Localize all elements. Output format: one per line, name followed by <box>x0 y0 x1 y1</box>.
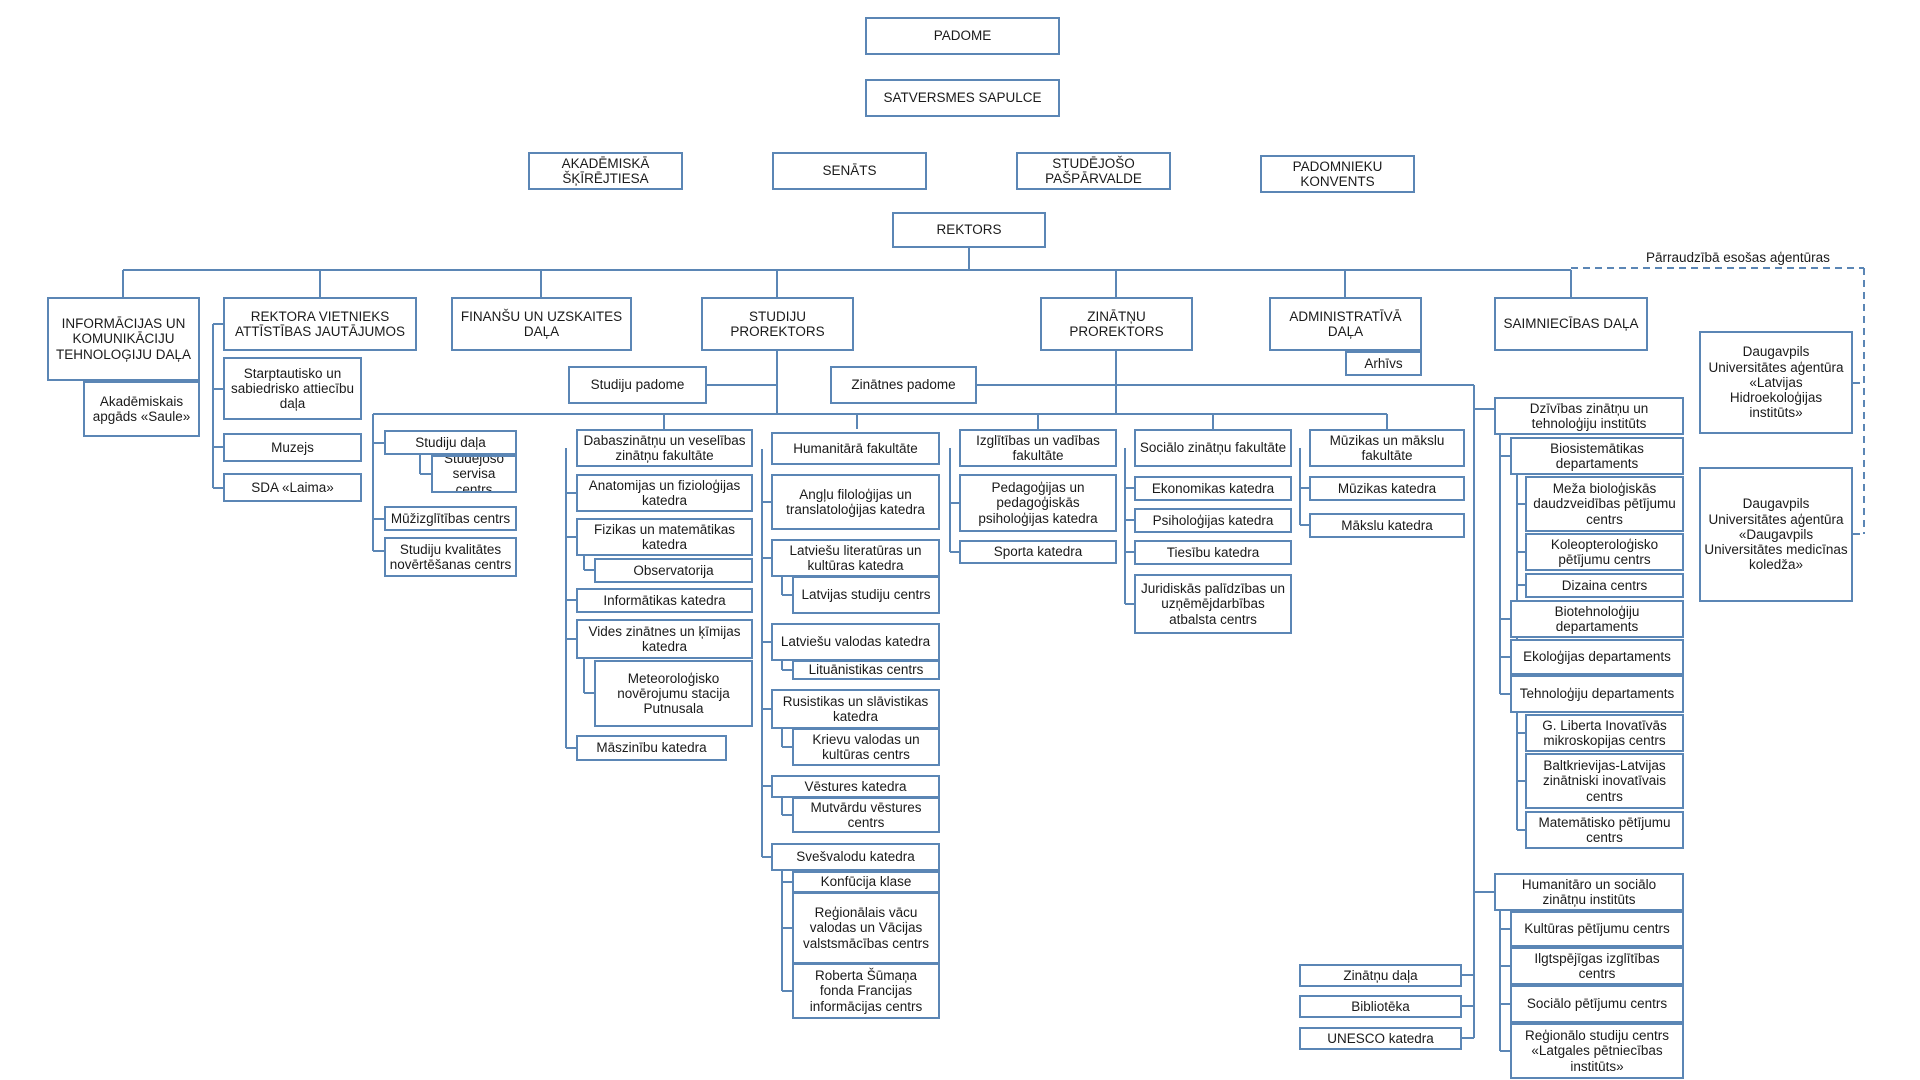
node-studiju-padome: Studiju padome <box>568 366 707 404</box>
node-svesvalodu: Svešvalodu katedra <box>771 843 940 871</box>
node-studejoso-servisa: Studējošo servisa centrs <box>431 455 517 493</box>
node-muzikas-fakultate: Mūzikas un mākslu fakultāte <box>1309 429 1465 467</box>
node-studiju-prorektors: STUDIJU PROREKTORS <box>701 297 854 351</box>
node-dzivibas-instituts: Dzīvības zinātņu un tehnoloģiju institūt… <box>1494 397 1684 435</box>
node-starptautisko: Starptautisko un sabiedrisko attiecību d… <box>223 357 362 420</box>
node-biosistematikas: Biosistemātikas departaments <box>1510 437 1684 475</box>
node-studiju-dala: Studiju daļa <box>384 430 517 455</box>
node-muzikas-katedra: Mūzikas katedra <box>1309 476 1465 501</box>
node-liberta: G. Liberta Inovatīvās mikroskopijas cent… <box>1525 714 1684 752</box>
node-socialo-petijumu: Sociālo pētījumu centrs <box>1510 985 1684 1023</box>
node-juridiskas: Juridiskās palīdzības un uzņēmējdarbības… <box>1134 574 1292 634</box>
node-maszinibu: Māszinību katedra <box>576 735 727 761</box>
node-meza: Meža bioloģiskās daudzveidības pētījumu … <box>1525 476 1684 532</box>
node-psihologijas: Psiholoģijas katedra <box>1134 508 1292 533</box>
node-observatorija: Observatorija <box>594 558 753 583</box>
node-ikt-dala: INFORMĀCIJAS UN KOMUNIKĀCIJU TEHNOLOĢIJU… <box>47 297 200 381</box>
node-unesco: UNESCO katedra <box>1299 1027 1462 1050</box>
node-muzizglitibas: Mūžizglītības centrs <box>384 506 517 531</box>
node-humanitara-fakultate: Humanitārā fakultāte <box>771 432 940 465</box>
node-regionalo: Reģionālo studiju centrs «Latgales pētni… <box>1510 1023 1684 1079</box>
node-matematisko: Matemātisko pētījumu centrs <box>1525 811 1684 849</box>
node-baltkrievijas: Baltkrievijas-Latvijas zinātniski inovat… <box>1525 753 1684 809</box>
node-muzejs: Muzejs <box>223 433 362 462</box>
node-senats: SENĀTS <box>772 152 927 190</box>
node-vacu: Reģionālais vācu valodas un Vācijas vals… <box>792 892 940 964</box>
node-akademiskais-apgads: Akadēmiskais apgāds «Saule» <box>83 381 200 437</box>
node-ekonomikas: Ekonomikas katedra <box>1134 476 1292 501</box>
node-finansu-dala: FINANŠU UN UZSKAITES DAĻA <box>451 297 632 351</box>
node-biblioteka: Bibliotēka <box>1299 995 1462 1018</box>
node-padomnieku-konvents: PADOMNIEKU KONVENTS <box>1260 155 1415 193</box>
node-konfucija: Konfūcija klase <box>792 871 940 893</box>
node-hidroekologijas: Daugavpils Universitātes aģentūra «Latvi… <box>1699 331 1853 434</box>
node-studejoso-pasparvalde: STUDĒJOŠO PAŠPĀRVALDE <box>1016 152 1171 190</box>
node-vestures: Vēstures katedra <box>771 775 940 798</box>
node-medicinas: Daugavpils Universitātes aģentūra «Dauga… <box>1699 467 1853 602</box>
node-saimniecibas-dala: SAIMNIECĪBAS DAĻA <box>1494 297 1648 351</box>
node-administrativa-dala: ADMINISTRATĪVĀ DAĻA <box>1269 297 1422 351</box>
node-padome: PADOME <box>865 17 1060 55</box>
node-sda-laima: SDA «Laima» <box>223 473 362 502</box>
node-dizaina: Dizaina centrs <box>1525 573 1684 598</box>
node-tehnologiju: Tehnoloģiju departaments <box>1510 675 1684 713</box>
agencies-label: Pārraudzībā esošas aģentūras <box>1646 250 1830 265</box>
node-rektora-vietnieks: REKTORA VIETNIEKS ATTĪSTĪBAS JAUTĀJUMOS <box>223 297 417 351</box>
node-latviesu-literaturas: Latviešu literatūras un kultūras katedra <box>771 539 940 577</box>
node-zinatnu-dala: Zinātņu daļa <box>1299 964 1462 987</box>
node-izglitibas-fakultate: Izglītības un vadības fakultāte <box>959 429 1117 467</box>
node-sumana: Roberta Šūmaņa fonda Francijas informāci… <box>792 963 940 1019</box>
node-akademiska-skirejtiesa: AKADĒMISKĀ ŠĶĪRĒJTIESA <box>528 152 683 190</box>
node-pedagogijas: Pedagoģijas un pedagoģiskās psiholoģijas… <box>959 474 1117 532</box>
node-rusistikas: Rusistikas un slāvistikas katedra <box>771 689 940 729</box>
node-zinatnes-padome: Zinātnes padome <box>830 366 977 404</box>
node-latviesu-valodas: Latviešu valodas katedra <box>771 623 940 661</box>
node-mutvardu: Mutvārdu vēstures centrs <box>792 797 940 833</box>
node-vides: Vides zinātnes un ķīmijas katedra <box>576 619 753 659</box>
node-rektors: REKTORS <box>892 212 1046 248</box>
node-zinatnu-prorektors: ZINĀTŅU PROREKTORS <box>1040 297 1193 351</box>
node-anatomijas: Anatomijas un fizioloģijas katedra <box>576 474 753 512</box>
node-krievu: Krievu valodas un kultūras centrs <box>792 728 940 766</box>
node-lituanistikas: Lituānistikas centrs <box>792 660 940 680</box>
node-sporta: Sporta katedra <box>959 540 1117 564</box>
node-ilgtspejigas: Ilgtspējīgas izglītības centrs <box>1510 947 1684 985</box>
node-anglu: Angļu filoloģijas un translatoloģijas ka… <box>771 474 940 530</box>
node-satversmes-sapulce: SATVERSMES SAPULCE <box>865 79 1060 117</box>
node-ekologijas: Ekoloģijas departaments <box>1510 639 1684 675</box>
node-biotehnologiju: Biotehnoloģiju departaments <box>1510 600 1684 638</box>
node-arhivs: Arhīvs <box>1345 351 1422 376</box>
node-kulturas: Kultūras pētījumu centrs <box>1510 911 1684 947</box>
node-dabaszinatnu-fakultate: Dabaszinātņu un veselības zinātņu fakult… <box>576 429 753 467</box>
node-tiesibu: Tiesību katedra <box>1134 540 1292 565</box>
node-socialo-fakultate: Sociālo zinātņu fakultāte <box>1134 429 1292 467</box>
node-meteorologisko: Meteoroloģisko novērojumu stacija Putnus… <box>594 660 753 727</box>
node-humanitaro-instituts: Humanitāro un sociālo zinātņu institūts <box>1494 873 1684 911</box>
node-fizikas: Fizikas un matemātikas katedra <box>576 518 753 556</box>
node-informatikas: Informātikas katedra <box>576 588 753 613</box>
node-koleopterologisko: Koleopteroloģisko pētījumu centrs <box>1525 533 1684 571</box>
node-makslu-katedra: Mākslu katedra <box>1309 513 1465 538</box>
node-latvijas-studiju: Latvijas studiju centrs <box>792 576 940 614</box>
node-kvalitates: Studiju kvalitātes novērtēšanas centrs <box>384 537 517 577</box>
